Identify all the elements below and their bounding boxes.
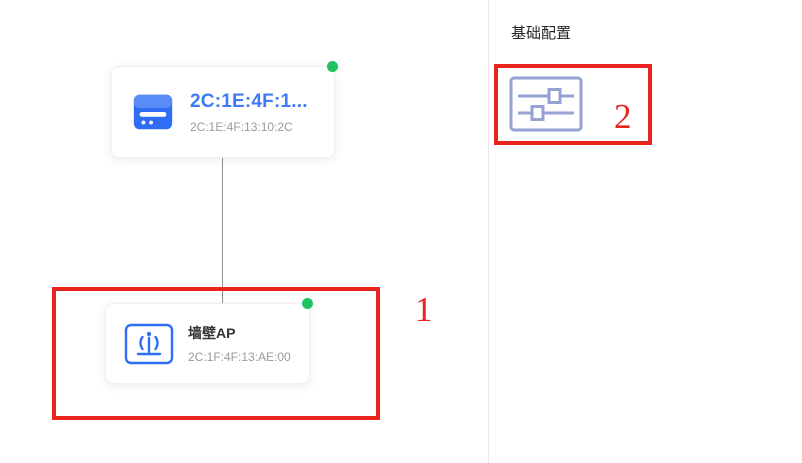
topology-connector-line bbox=[222, 158, 223, 303]
wall-ap-icon bbox=[124, 322, 174, 366]
wall-ap-mac: 2C:1F:4F:13:AE:00 bbox=[188, 350, 291, 364]
sliders-icon bbox=[509, 76, 583, 135]
node-gateway-card[interactable]: 2C:1E:4F:1... 2C:1E:4F:13:10:2C bbox=[111, 61, 338, 158]
gateway-device-icon bbox=[130, 89, 176, 135]
panel-divider bbox=[488, 0, 489, 463]
wall-ap-title: 墙壁AP bbox=[188, 325, 236, 341]
basic-config-button[interactable] bbox=[509, 76, 583, 132]
online-status-dot bbox=[302, 298, 313, 309]
gateway-title: 2C:1E:4F:1... bbox=[190, 90, 308, 112]
online-status-dot bbox=[327, 61, 338, 72]
panel-title: 基础配置 bbox=[511, 25, 572, 42]
annotation-label-1: 1 bbox=[415, 290, 433, 329]
gateway-mac: 2C:1E:4F:13:10:2C bbox=[190, 119, 293, 134]
annotation-label-2: 2 bbox=[614, 97, 632, 136]
node-wall-ap-card[interactable]: 墙壁AP 2C:1F:4F:13:AE:00 bbox=[105, 298, 313, 384]
